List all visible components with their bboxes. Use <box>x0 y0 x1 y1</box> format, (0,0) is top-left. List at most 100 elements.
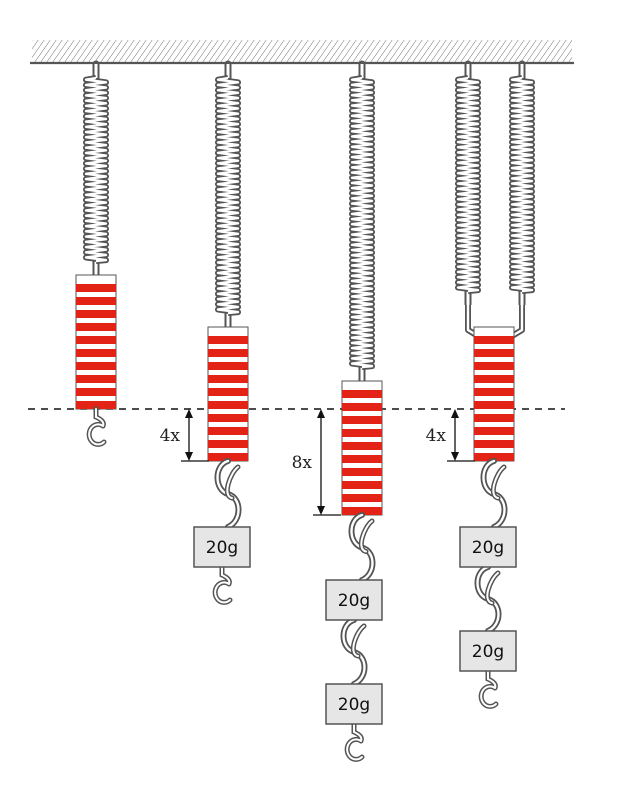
scale-stripe <box>208 362 248 370</box>
scale-marker <box>207 326 249 462</box>
link-curl-core <box>352 625 365 657</box>
arrow-head-down <box>451 452 459 461</box>
setup-one-weight <box>181 60 249 605</box>
spring-coil-highlight <box>350 76 374 369</box>
weight-setup3-1: 20g <box>325 579 383 621</box>
bottom-hook <box>212 564 233 605</box>
spring-coil-highlight <box>216 76 240 315</box>
spring-coil-highlight <box>456 76 480 293</box>
setup-two-springs <box>447 60 535 709</box>
scale-stripe <box>76 323 116 331</box>
scale-stripe <box>76 297 116 305</box>
weight-setup2-1: 20g <box>193 526 251 568</box>
stretch-label-two-springs: 4x <box>426 426 447 446</box>
spring <box>349 60 375 381</box>
stretch-arrow <box>181 409 209 462</box>
arrow-head-down <box>185 452 193 461</box>
scale-stripe <box>208 427 248 435</box>
scale-stripe <box>208 375 248 383</box>
weight-label: 20g <box>472 642 504 662</box>
weight-block <box>325 683 383 725</box>
scale-stripe <box>474 349 514 357</box>
scale-stripe <box>474 453 514 461</box>
setup-no-load <box>75 60 117 447</box>
arrow-head-up <box>317 409 325 418</box>
stretch-arrow <box>313 409 341 516</box>
spring <box>509 60 535 305</box>
scale-stripe <box>76 362 116 370</box>
scale-stripe <box>474 427 514 435</box>
spring-coil-highlight <box>510 76 534 293</box>
scale-stripe <box>342 468 382 476</box>
weight-setup4-2: 20g <box>459 630 517 672</box>
link-curl-core <box>492 466 505 499</box>
scale-marker <box>75 274 117 410</box>
scale-stripe <box>76 336 116 344</box>
s-hook-link <box>214 458 242 530</box>
stretch-label-two-weights: 8x <box>292 453 313 473</box>
link-curl-core <box>486 572 499 604</box>
scale-stripe <box>474 414 514 422</box>
scale-stripe <box>342 416 382 424</box>
scale-stripe <box>342 403 382 411</box>
scale-stripe <box>208 414 248 422</box>
weight-label: 20g <box>472 538 504 558</box>
scale-stripe <box>342 494 382 502</box>
hook-core <box>88 408 105 446</box>
scale-stripe <box>342 481 382 489</box>
link-curl-core <box>360 520 373 553</box>
scale-stripe <box>342 442 382 450</box>
spring <box>455 60 481 305</box>
scale-marker <box>473 326 515 462</box>
spring-coil-highlight <box>84 76 108 263</box>
weight-label: 20g <box>206 538 238 558</box>
hook-core <box>480 670 497 708</box>
ceiling <box>30 40 574 65</box>
setup-two-weights <box>313 60 383 762</box>
scale-stripe <box>76 401 116 409</box>
scale-stripe <box>208 336 248 344</box>
scale-stripe <box>76 284 116 292</box>
scale-marker <box>341 380 383 516</box>
weight-label: 20g <box>338 591 370 611</box>
weight-block <box>459 630 517 672</box>
scale-stripe <box>474 401 514 409</box>
scale-stripe <box>342 429 382 437</box>
weight-label: 20g <box>338 695 370 715</box>
scale-stripe <box>474 336 514 344</box>
scale-stripe <box>208 388 248 396</box>
bottom-hook <box>344 721 365 762</box>
arrow-head-up <box>185 409 193 418</box>
hook-core <box>214 566 231 604</box>
scale-stripe <box>208 453 248 461</box>
spring <box>215 60 241 327</box>
stretch-label-one-weight: 4x <box>160 426 181 446</box>
weight-setup3-2: 20g <box>325 683 383 725</box>
s-hook-link <box>474 564 502 634</box>
scale-stripe <box>342 507 382 515</box>
ceiling-hatching <box>32 40 572 62</box>
scale-stripe <box>208 349 248 357</box>
bottom-hook <box>86 406 107 447</box>
stretch-arrow <box>447 409 475 462</box>
scale-stripe <box>474 362 514 370</box>
weight-block <box>193 526 251 568</box>
bottom-hook <box>478 668 499 709</box>
spring <box>83 60 109 275</box>
s-hook-link <box>480 458 508 530</box>
scale-stripe <box>474 440 514 448</box>
arrow-head-down <box>317 506 325 515</box>
scale-stripe <box>474 388 514 396</box>
scale-stripe <box>208 401 248 409</box>
weight-setup4-1: 20g <box>459 526 517 568</box>
scale-stripe <box>342 455 382 463</box>
spring-setups <box>75 60 535 762</box>
scale-stripe <box>208 440 248 448</box>
weight-block <box>325 579 383 621</box>
scale-stripe <box>342 390 382 398</box>
scale-stripe <box>76 310 116 318</box>
s-hook-link <box>340 617 368 687</box>
link-curl-core <box>226 466 239 499</box>
scale-stripe <box>76 388 116 396</box>
